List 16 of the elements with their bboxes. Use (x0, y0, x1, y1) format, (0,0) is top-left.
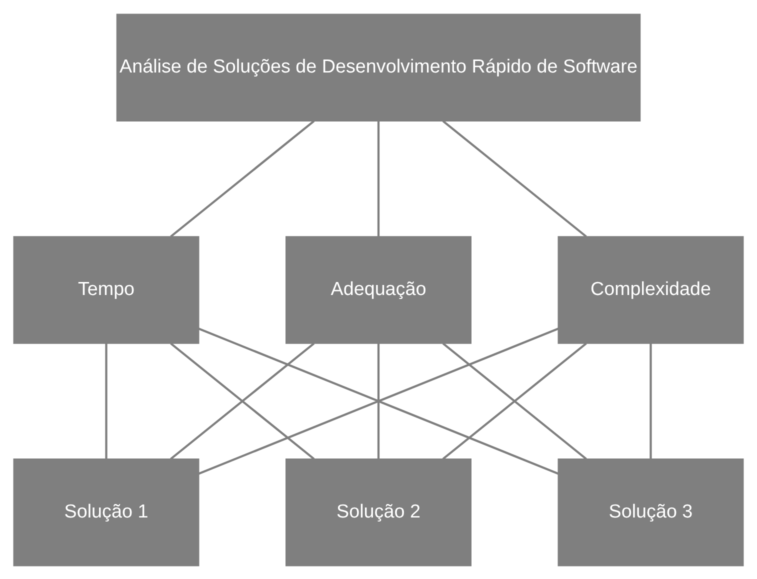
connector (198, 327, 559, 474)
node-box: Tempo (13, 236, 200, 344)
node-box: Solução 1 (13, 458, 200, 566)
connector (170, 342, 315, 460)
node-box: Adequação (286, 236, 472, 344)
connector (442, 120, 587, 237)
connector (105, 342, 108, 458)
connector (377, 120, 380, 236)
connector (377, 342, 380, 458)
connector (650, 342, 652, 458)
connector (170, 120, 315, 237)
node-box: Análise de Soluções de Desenvolvimento Rápido de Software (116, 13, 641, 122)
node-box: Solução 3 (558, 458, 744, 566)
node-box: Complexidade (558, 236, 744, 344)
connector (442, 342, 587, 460)
node-box: Solução 2 (286, 458, 472, 566)
